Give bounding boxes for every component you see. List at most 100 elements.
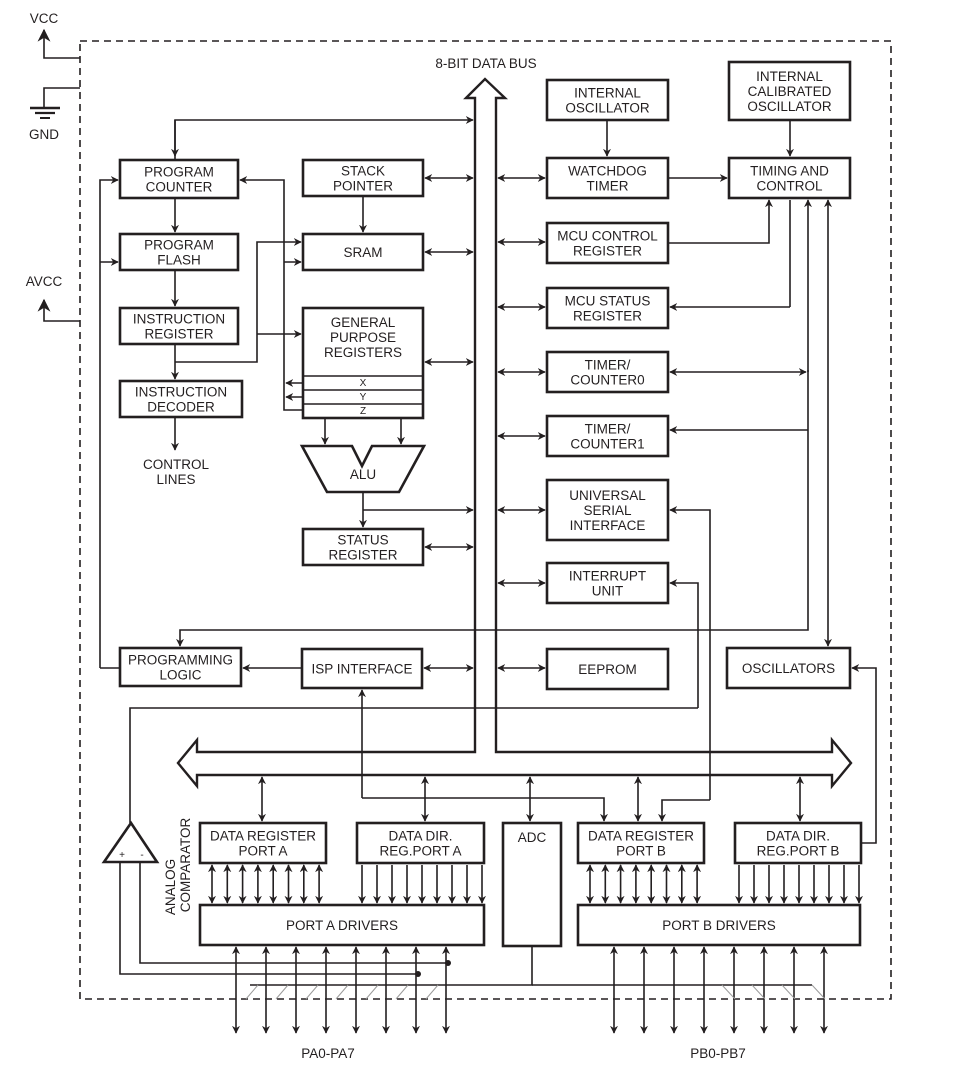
comp-minus xyxy=(139,862,448,964)
program-flash-label: FLASH xyxy=(157,253,201,268)
pa-adc-tap xyxy=(365,984,379,1000)
port-to-usi xyxy=(669,506,711,800)
mcu-status-register-label: REGISTER xyxy=(573,309,642,324)
wire xyxy=(658,799,710,822)
gpr-y-label: Y xyxy=(360,392,367,403)
mcucr-to-timing xyxy=(668,199,773,244)
prog-logic-to-pc xyxy=(99,176,119,668)
instruction-register-label: REGISTER xyxy=(144,327,213,342)
pa-adc-tap xyxy=(335,984,349,1000)
junction-dot xyxy=(415,971,421,977)
pc-to-bus xyxy=(174,116,474,160)
gpr-z-label: Z xyxy=(360,406,366,417)
gnd-label: GND xyxy=(29,127,59,142)
eeprom-label: EEPROM xyxy=(578,662,637,677)
program-flash-label: PROGRAM xyxy=(144,238,214,253)
port-a-drivers-block: PORT A DRIVERS xyxy=(198,903,486,947)
data-dir-port-b-label: REG.PORT B xyxy=(757,844,840,859)
program-counter-label: COUNTER xyxy=(146,180,213,195)
data-register-port-a-label: DATA REGISTER xyxy=(210,829,316,844)
control-lines-label: CONTROL xyxy=(143,457,209,472)
alu-label: ALU xyxy=(350,467,376,482)
data-bus-label: 8-BIT DATA BUS xyxy=(435,56,536,71)
timer-counter1-label: COUNTER1 xyxy=(570,437,644,452)
comp-out xyxy=(129,707,698,823)
usi-label: SERIAL xyxy=(583,503,632,518)
internal-calibrated-oscillator-label: OSCILLATOR xyxy=(747,99,832,114)
adc-block: ADC xyxy=(501,821,563,948)
junction-dot xyxy=(445,960,451,966)
pa-adc-tap xyxy=(275,984,289,1000)
pa-adc-tap xyxy=(425,984,439,1000)
status-register-label: STATUS xyxy=(337,533,388,548)
data-dir-port-a-label: REG.PORT A xyxy=(379,844,461,859)
data-dir-port-a-block: DATA DIR.REG.PORT A xyxy=(355,821,486,865)
port-a-pins-label: PA0-PA7 xyxy=(301,1046,355,1061)
port-b-pins-label: PB0-PB7 xyxy=(690,1046,746,1061)
sram-block: SRAM xyxy=(301,232,425,272)
data-register-port-b-label: DATA REGISTER xyxy=(588,829,694,844)
gpr-label: REGISTERS xyxy=(324,345,402,360)
timing-control-label: TIMING AND xyxy=(750,164,829,179)
usi-label: INTERFACE xyxy=(570,518,646,533)
mcu-control-register-label: REGISTER xyxy=(573,244,642,259)
chip-boundary xyxy=(79,40,892,1000)
sram-label: SRAM xyxy=(343,245,382,260)
timer-counter1-block: TIMER/COUNTER1 xyxy=(545,414,670,458)
ir-to-sram xyxy=(175,238,302,363)
data-register-port-b-label: PORT B xyxy=(616,844,666,859)
svg-text:+: + xyxy=(119,850,125,861)
adc-line xyxy=(250,946,533,986)
gpr-pointer-rows: X Y Z xyxy=(303,375,423,417)
pa-adc-tap xyxy=(245,984,259,1000)
isp-interface-block: ISP INTERFACE xyxy=(300,647,424,690)
data-register-port-a-label: PORT A xyxy=(238,844,287,859)
pb-adc-tap xyxy=(721,984,736,1000)
pb-adc-tap xyxy=(781,984,796,1000)
gpr-label: PURPOSE xyxy=(330,330,396,345)
avcc-pin: AVCC xyxy=(26,274,80,322)
port-a-drivers-label: PORT A DRIVERS xyxy=(286,918,398,933)
pin-to-interrupt xyxy=(669,579,699,708)
mcu-status-register-label: MCU STATUS xyxy=(565,294,651,309)
wire xyxy=(362,797,608,822)
mcu-control-register-label: MCU CONTROL xyxy=(557,229,658,244)
timing-control-label: CONTROL xyxy=(756,179,822,194)
svg-text:-: - xyxy=(140,850,143,861)
program-counter-label: PROGRAM xyxy=(144,165,214,180)
watchdog-timer-label: WATCHDOG xyxy=(568,164,647,179)
adc-label: ADC xyxy=(518,830,547,845)
timer-counter0-block: TIMER/COUNTER0 xyxy=(545,350,670,394)
vcc-label: VCC xyxy=(30,11,59,26)
instruction-register-label: INSTRUCTION xyxy=(133,312,225,327)
programming-logic-label: LOGIC xyxy=(159,668,201,683)
instruction-decoder-label: DECODER xyxy=(147,400,215,415)
pa-adc-tap xyxy=(305,984,319,1000)
data-dir-port-b-label: DATA DIR. xyxy=(766,829,830,844)
status-register-label: REGISTER xyxy=(328,548,397,563)
gpr-label: GENERAL xyxy=(331,315,396,330)
eeprom-block: EEPROM xyxy=(545,647,670,691)
programming-logic-label: PROGRAMMING xyxy=(128,653,233,668)
oscillators-label: OSCILLATORS xyxy=(742,661,835,676)
interrupt-unit-label: UNIT xyxy=(592,584,624,599)
usi-label: UNIVERSAL xyxy=(569,488,646,503)
connections xyxy=(99,116,877,1034)
vcc-pin: VCC xyxy=(30,11,80,59)
internal-oscillator-label: INTERNAL xyxy=(574,86,641,101)
data-dir-port-a-label: DATA DIR. xyxy=(388,829,452,844)
